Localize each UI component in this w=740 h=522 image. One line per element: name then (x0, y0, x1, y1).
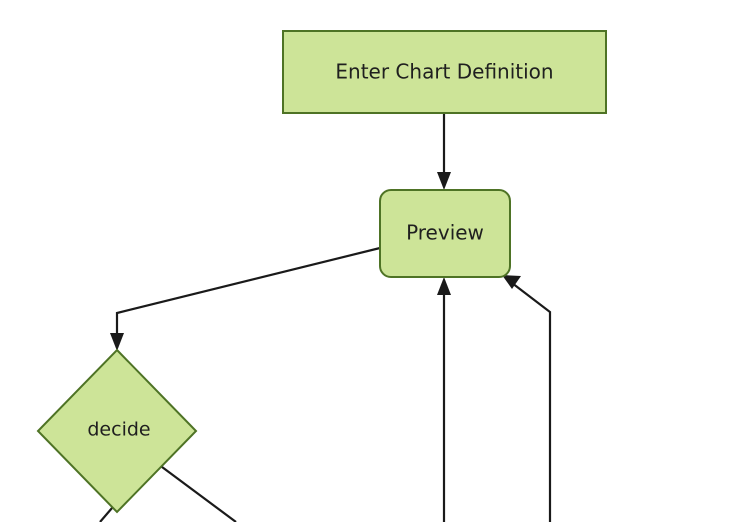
edge-line (511, 282, 552, 522)
arrow-head-icon (110, 333, 124, 351)
node-label-decide: decide (87, 419, 150, 441)
node-label-enter-chart-definition: Enter Chart Definition (335, 60, 553, 84)
edge-line (157, 463, 237, 522)
edge-return-center-to-preview (437, 277, 451, 522)
edge-enter-to-preview (437, 113, 451, 190)
edge-decide-right-out (157, 463, 237, 522)
arrow-head-icon (502, 275, 521, 289)
edge-line (99, 507, 113, 522)
node-shape-rectangle[interactable] (282, 30, 607, 114)
arrow-head-icon (437, 172, 451, 190)
edge-decide-bottom-out (99, 507, 113, 522)
node-shape-diamond[interactable] (36, 348, 198, 514)
edge-line (115, 246, 381, 340)
arrow-head-icon (437, 277, 451, 295)
node-label-preview: Preview (406, 221, 484, 245)
node-enter-chart-definition[interactable]: Enter Chart Definition (282, 30, 607, 114)
node-preview[interactable]: Preview (379, 189, 511, 278)
edge-return-right-to-preview (502, 275, 552, 522)
edge-preview-to-decide (110, 246, 381, 351)
node-decide[interactable]: decide (36, 348, 198, 514)
node-shape-rounded-rectangle[interactable] (379, 189, 511, 278)
